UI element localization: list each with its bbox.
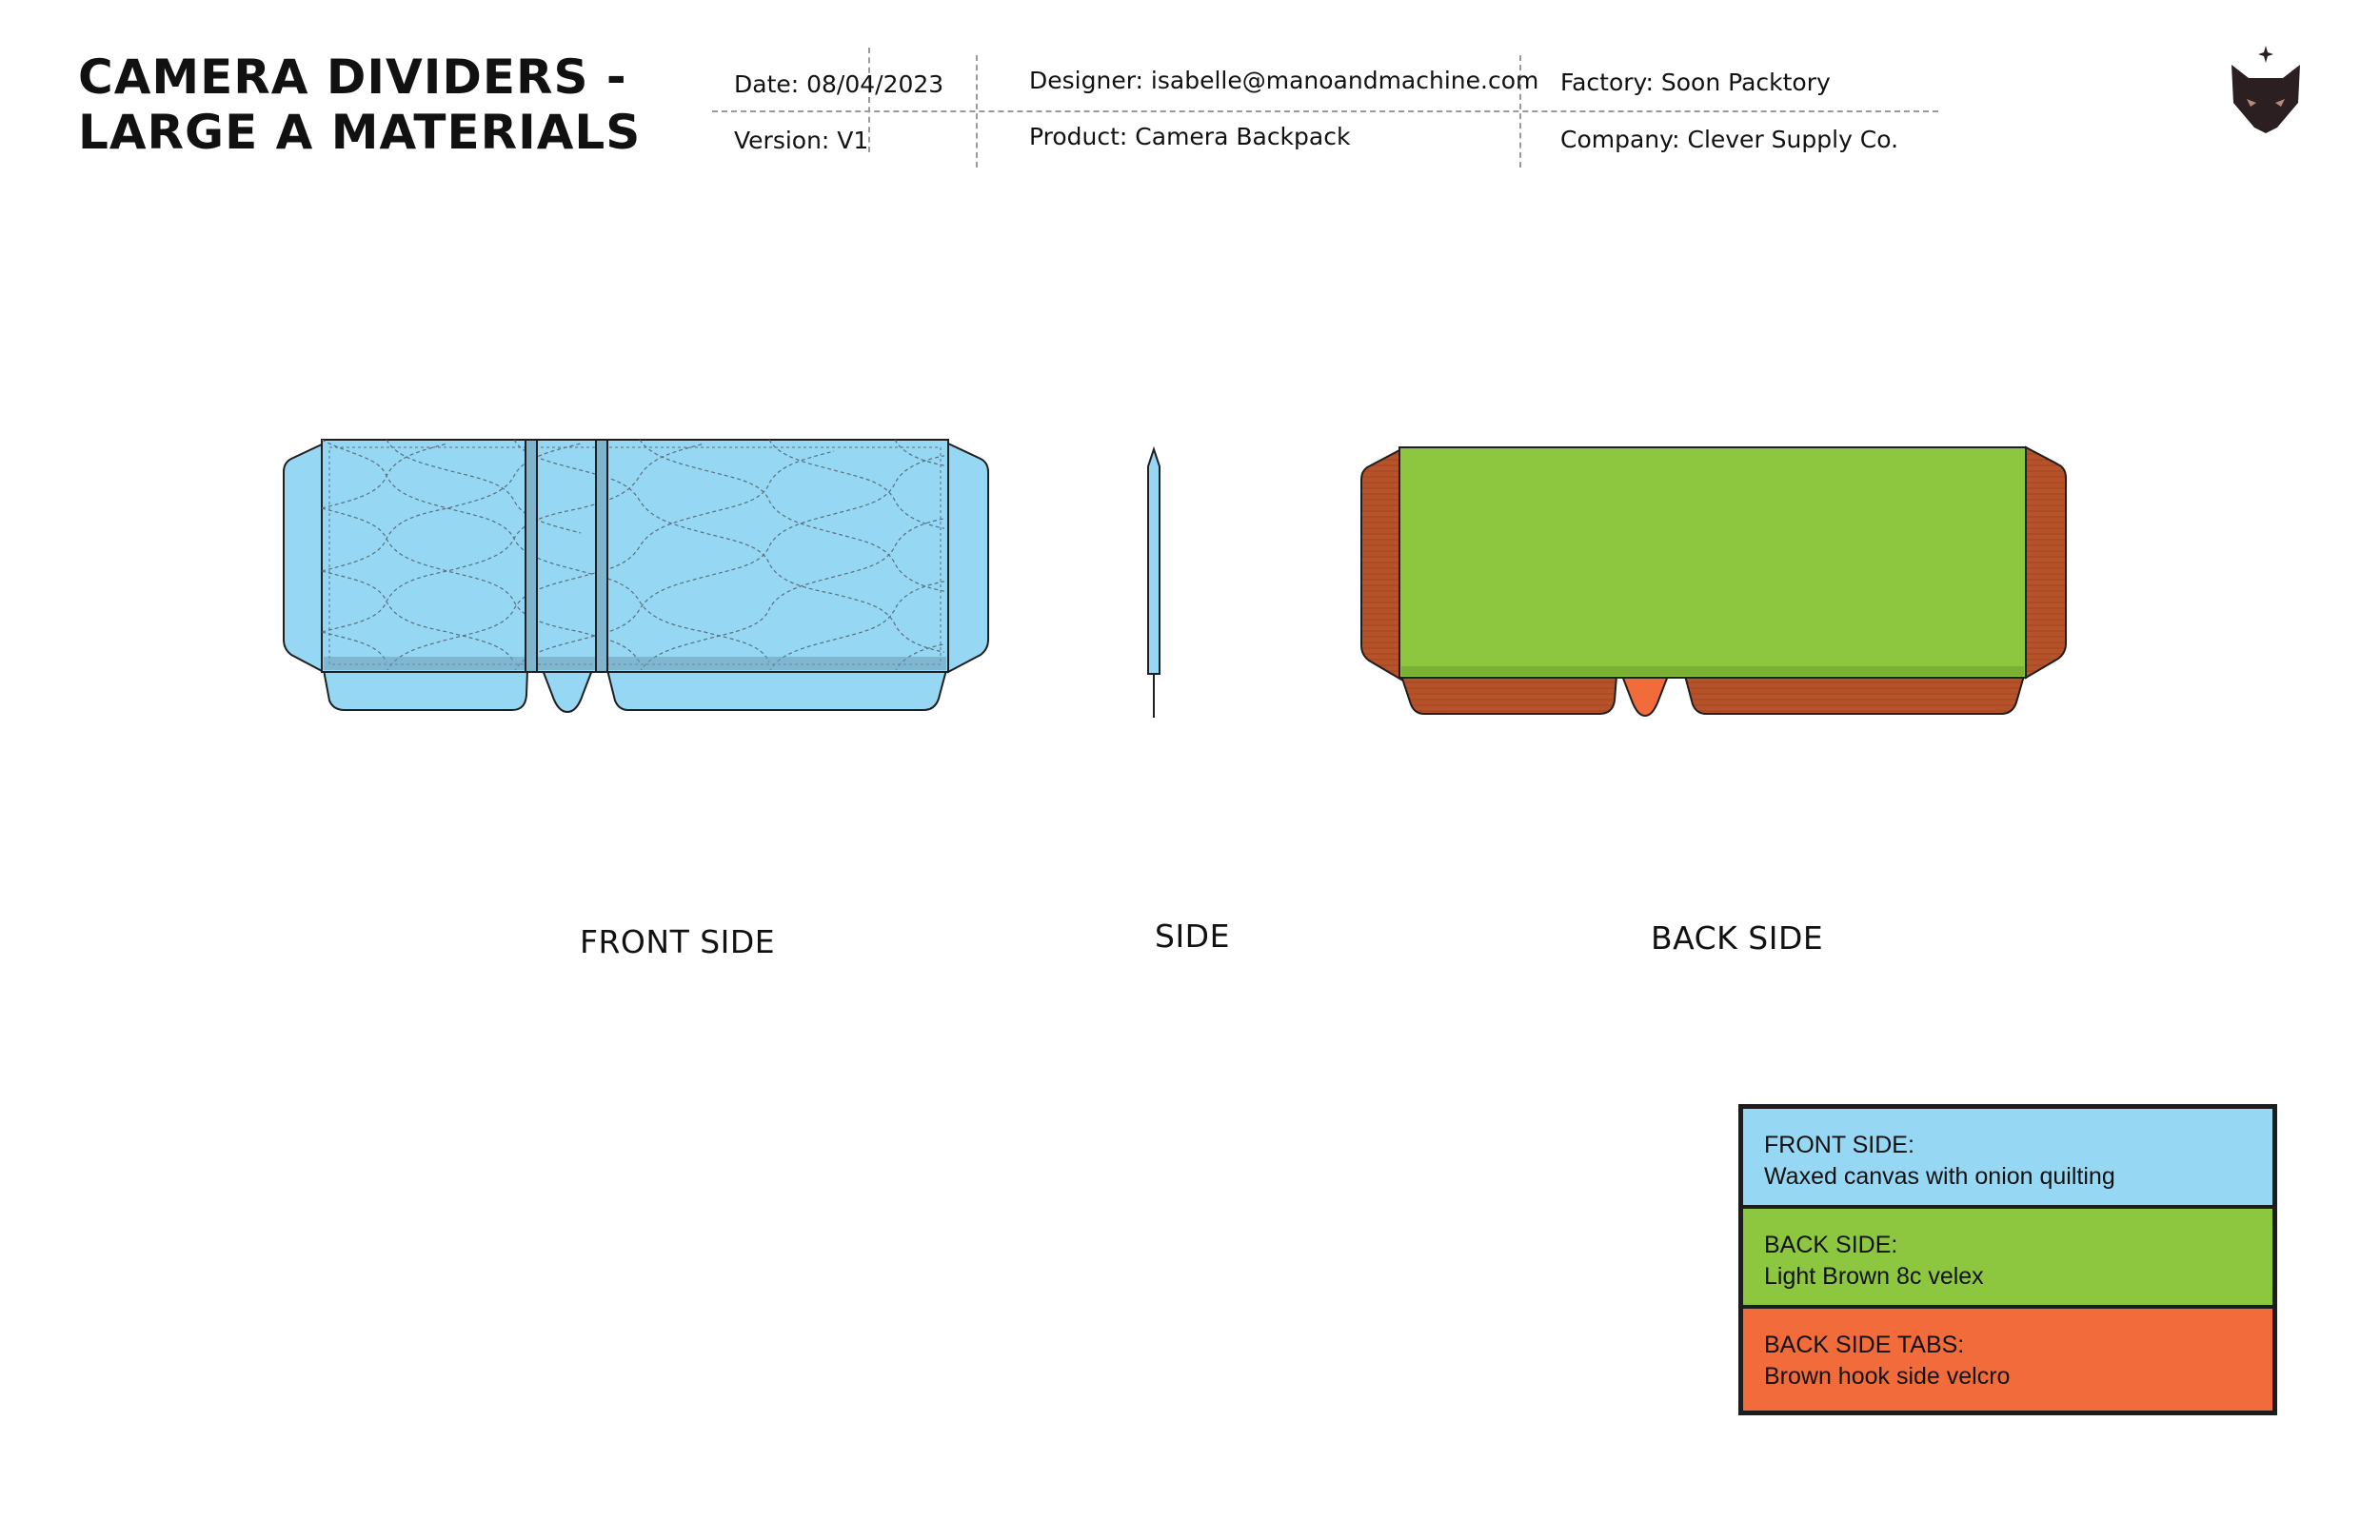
legend-front-description: Waxed canvas with onion quilting (1764, 1163, 2115, 1190)
front-view (283, 439, 989, 714)
front-strip-right (595, 439, 608, 673)
legend-front-heading: FRONT SIDE: (1764, 1132, 1914, 1158)
header-divider-2 (976, 55, 978, 168)
front-bottom-tab-center (541, 669, 594, 714)
page-title: CAMERA DIVIDERS - LARGE A MATERIALS (78, 49, 641, 160)
back-left-tab (1360, 447, 1402, 681)
front-left-flap (283, 442, 325, 674)
fox-head-icon (2231, 46, 2300, 133)
meta-date: Date: 08/04/2023 (734, 70, 944, 98)
meta-factory: Factory: Soon Packtory (1560, 69, 1831, 96)
back-view (1360, 445, 2067, 718)
back-bottom-tab-right (1683, 675, 2026, 715)
front-strip-left (525, 439, 538, 673)
side-profile (1147, 445, 1160, 675)
header-divider-3 (1519, 55, 1521, 168)
side-view (1147, 445, 1160, 718)
legend-row-back: BACK SIDE: Light Brown 8c velex (1743, 1209, 2272, 1309)
legend-row-front: FRONT SIDE: Waxed canvas with onion quil… (1743, 1109, 2272, 1209)
meta-product: Product: Camera Backpack (1029, 123, 1351, 150)
back-right-tab (2025, 445, 2067, 680)
front-bottom-tab-right (605, 669, 948, 711)
meta-version: Version: V1 (734, 127, 869, 154)
legend-tabs-description: Brown hook side velcro (1764, 1363, 2011, 1390)
legend-tabs-heading: BACK SIDE TABS: (1764, 1332, 1965, 1358)
back-main-panel (1398, 446, 2027, 679)
front-right-flap (947, 442, 989, 674)
meta-company: Company: Clever Supply Co. (1560, 126, 1899, 153)
caption-front-side: FRONT SIDE (580, 923, 776, 960)
meta-designer: Designer: isabelle@manoandmachine.com (1029, 67, 1539, 94)
header-divider-horizontal (712, 110, 1938, 112)
legend-back-description: Light Brown 8c velex (1764, 1263, 1984, 1290)
front-bottom-tab-left (322, 669, 529, 711)
front-main-panel (321, 439, 949, 673)
header-divider-1 (868, 48, 870, 152)
materials-legend: FRONT SIDE: Waxed canvas with onion quil… (1738, 1104, 2277, 1415)
back-bottom-tab-left (1399, 675, 1618, 715)
caption-back-side: BACK SIDE (1651, 919, 1824, 957)
legend-row-tabs: BACK SIDE TABS: Brown hook side velcro (1743, 1309, 2272, 1411)
back-bottom-tab-center (1620, 675, 1670, 718)
title-line-2: LARGE A MATERIALS (78, 105, 642, 160)
caption-side: SIDE (1155, 918, 1230, 955)
legend-back-heading: BACK SIDE: (1764, 1232, 1898, 1258)
title-line-1: CAMERA DIVIDERS - (78, 49, 627, 105)
